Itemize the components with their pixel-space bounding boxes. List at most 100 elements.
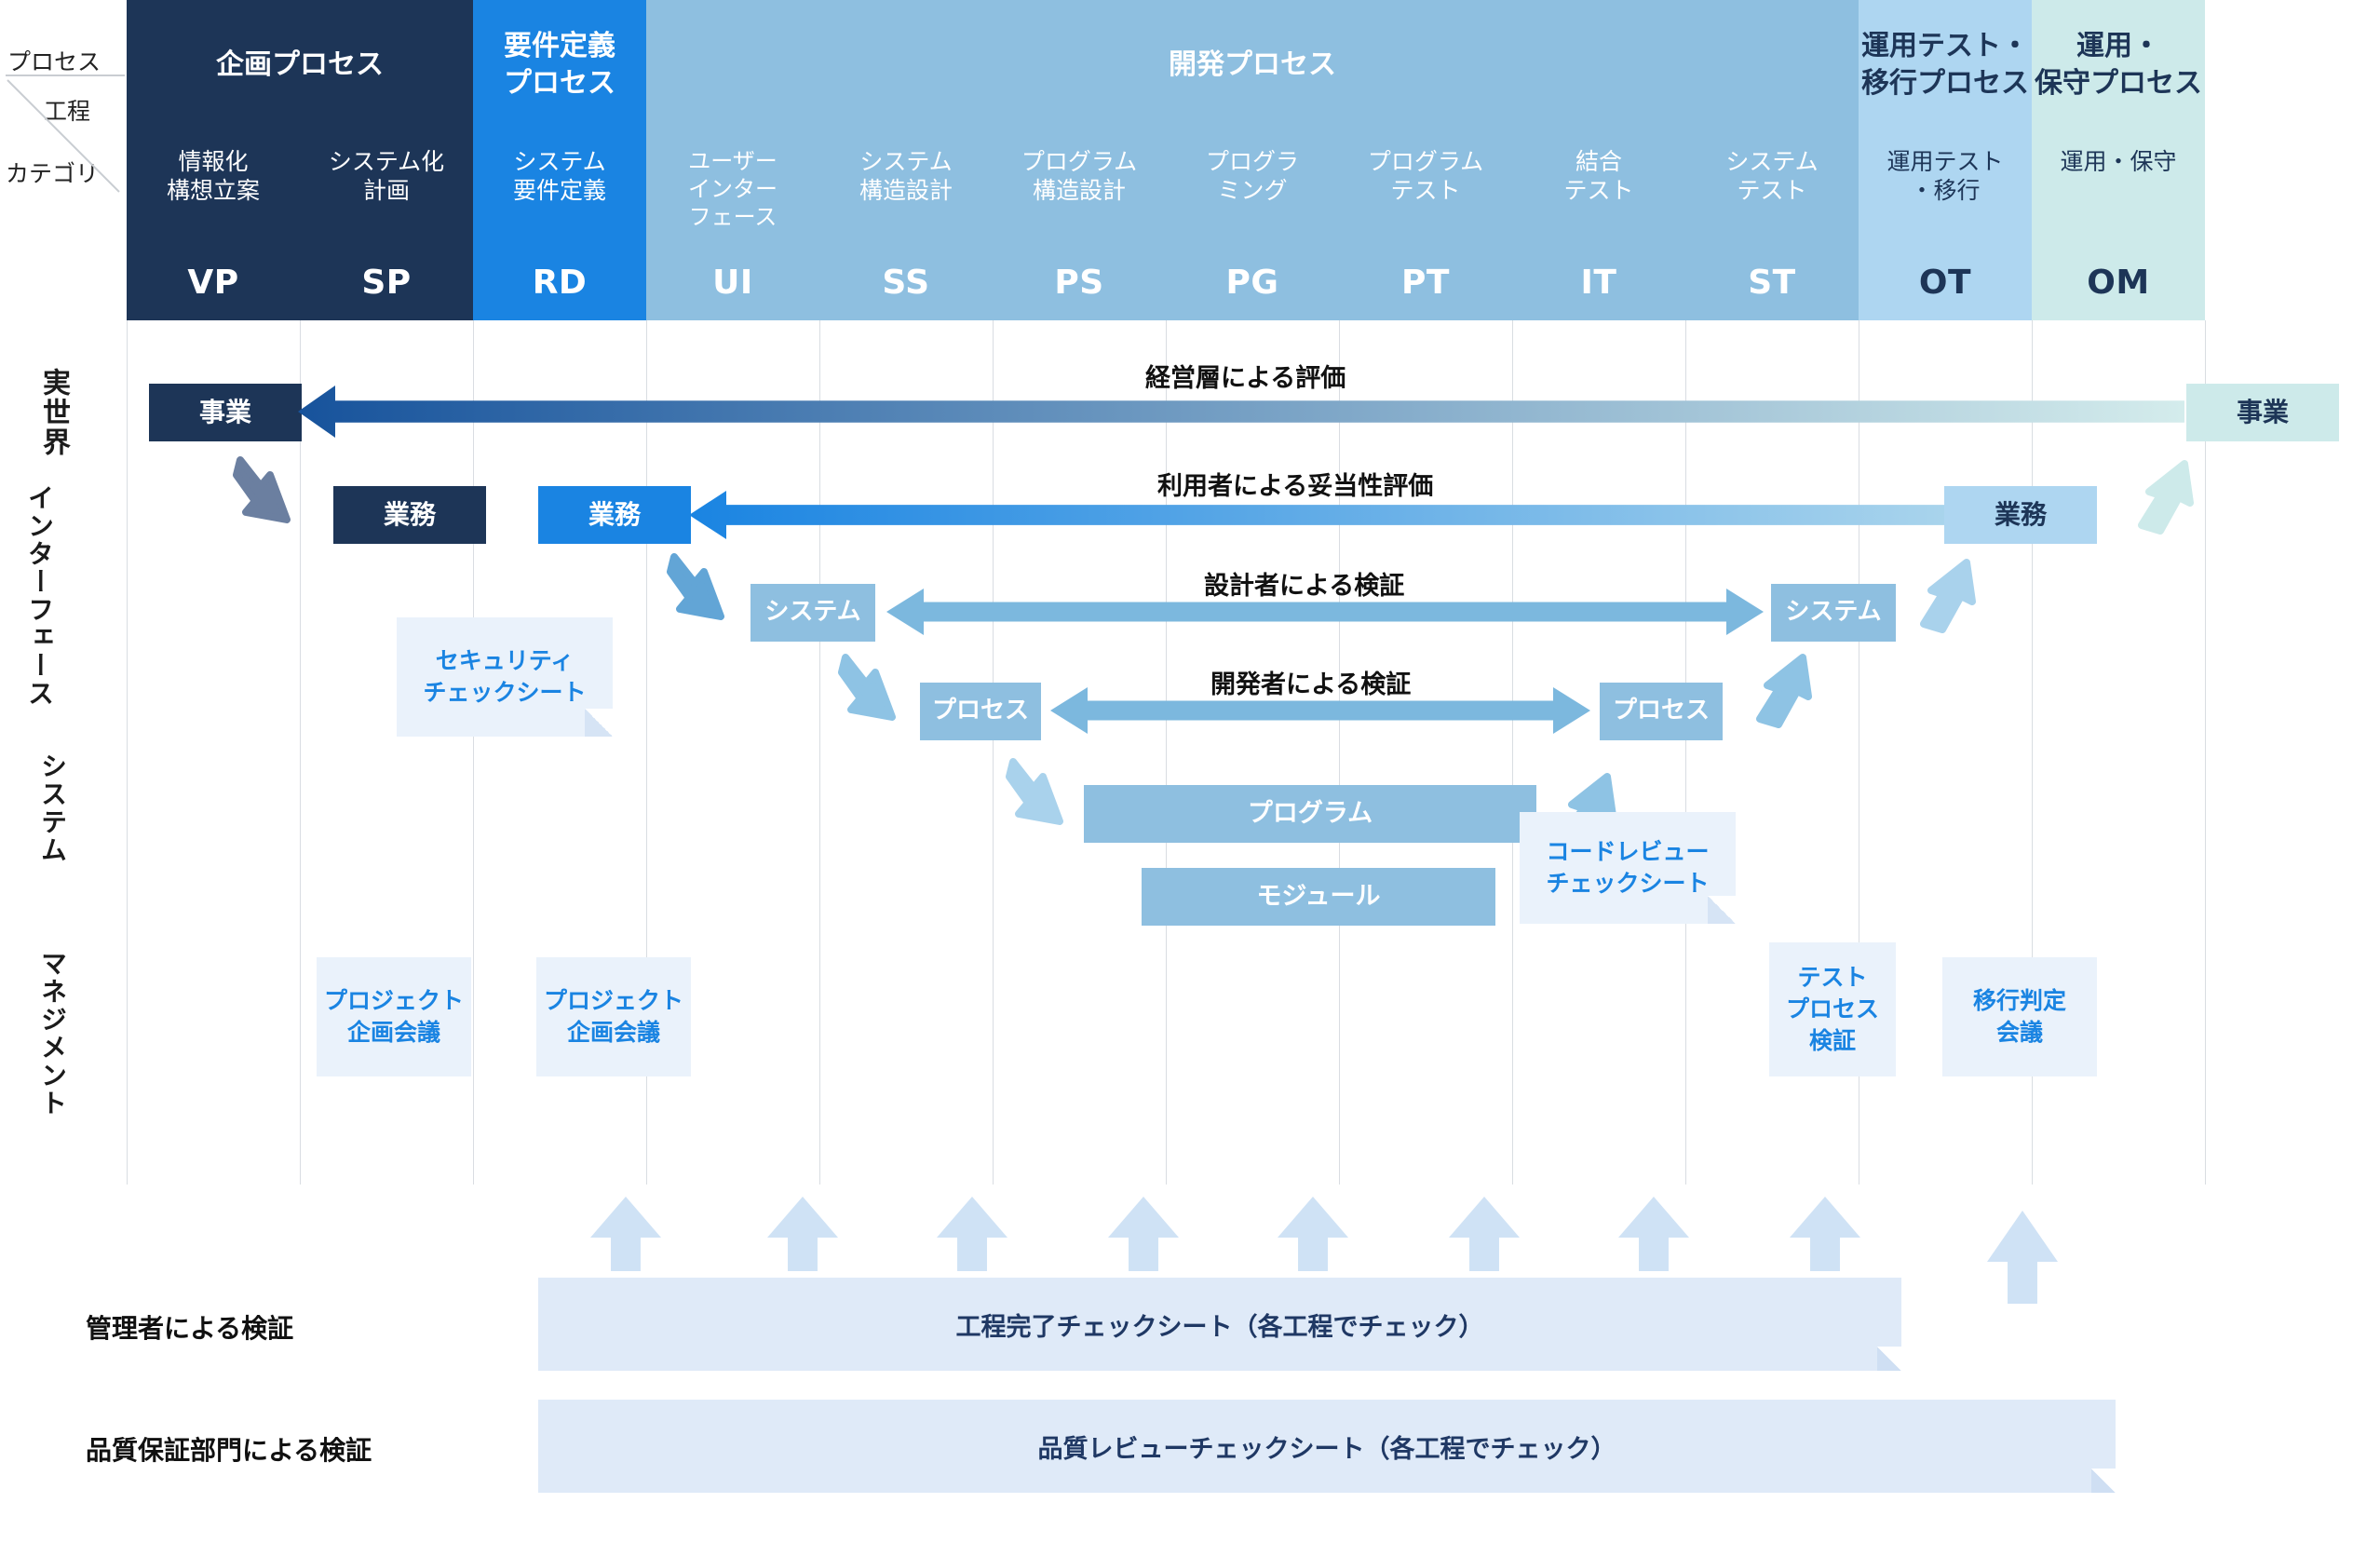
gridline-1 [300, 320, 301, 1185]
stage-column-st: システムテスト ST [1685, 130, 1859, 320]
stage-column-vp: 情報化構想立案 VP [127, 130, 300, 320]
up-arrow-5 [1449, 1197, 1520, 1271]
note-label: コードレビューチェックシート [1546, 838, 1710, 897]
right-box-process: プロセス [1600, 683, 1723, 740]
box-label: 業務 [588, 498, 641, 530]
gridline-4 [819, 320, 820, 1185]
left-box-module: モジュール [1142, 868, 1495, 926]
box-label: 事業 [2236, 396, 2289, 427]
note-security-checksheet: セキュリティチェックシート [397, 617, 613, 737]
process-header-2: 開発プロセス [646, 0, 1859, 130]
cascade-arrow-up-2 [1914, 557, 1976, 633]
box-label: システム [1785, 598, 1882, 627]
bottom-bar-label: 工程完了チェックシート（各工程でチェック） [955, 1312, 1484, 1342]
gridline-12 [2205, 320, 2206, 1185]
cascade-arrow-up-3 [2132, 458, 2194, 535]
legend-divider [6, 74, 125, 76]
process-header-4: 運用・保守プロセス [2032, 0, 2205, 130]
process-header-label: 要件定義プロセス [504, 30, 615, 100]
stage-column-it: 結合テスト IT [1512, 130, 1685, 320]
process-header-label: 開発プロセス [1169, 48, 1336, 82]
folded-corner-icon [1877, 1347, 1901, 1371]
stage-column-ui: ユーザーインターフェース UI [646, 130, 819, 320]
row-label-3: マネジメント [37, 950, 68, 1117]
up-arrow-7 [1790, 1197, 1860, 1271]
process-header-label: 企画プロセス [216, 48, 384, 82]
stage-name: 結合テスト [1563, 148, 1634, 205]
folded-corner-icon [2091, 1469, 2116, 1493]
process-header-1: 要件定義プロセス [473, 0, 646, 130]
stage-name: 情報化構想立案 [166, 148, 260, 205]
stage-name: ユーザーインターフェース [688, 148, 778, 230]
bottom-bar-label: 品質レビューチェックシート（各工程でチェック） [1037, 1434, 1616, 1464]
legend-process-label: プロセス [7, 48, 101, 75]
stage-name: プログラムテスト [1367, 148, 1484, 205]
management-box-2: テストプロセス検証 [1769, 942, 1896, 1076]
cascade-arrow-up-1 [1751, 652, 1812, 728]
up-arrow-3 [1108, 1197, 1179, 1271]
up-arrow-4 [1278, 1197, 1348, 1271]
gridline-6 [1166, 320, 1167, 1185]
stage-column-pg: プログラミング PG [1166, 130, 1339, 320]
gridline-3 [646, 320, 647, 1185]
bottom-bar-0: 工程完了チェックシート（各工程でチェック） [538, 1278, 1901, 1371]
stage-column-sp: システム化計画 SP [300, 130, 473, 320]
verification-arrow-3 [1050, 687, 1590, 734]
verification-arrow-1 [689, 491, 1948, 539]
right-box-business: 事業 [2186, 384, 2339, 441]
cascade-arrow-down-1 [667, 551, 728, 628]
stage-column-ps: プログラム構造設計 PS [993, 130, 1166, 320]
stage-name: 運用・保守 [2060, 148, 2177, 175]
folded-corner-icon [585, 709, 613, 737]
stage-code: PG [1225, 264, 1279, 302]
box-label: システム [764, 598, 861, 627]
stage-column-ss: システム構造設計 SS [819, 130, 993, 320]
left-box-operation-navy: 業務 [333, 486, 486, 544]
gridline-7 [1339, 320, 1340, 1185]
bottom-side-label-0: 管理者による検証 [86, 1313, 294, 1344]
verification-label-2: 設計者による検証 [1204, 572, 1405, 601]
legend-stage-label: 工程 [44, 98, 91, 125]
up-arrow-2 [937, 1197, 1007, 1271]
bottom-side-label-1: 品質保証部門による検証 [86, 1435, 372, 1466]
stage-code: RD [532, 264, 588, 302]
box-label: プロセス [1612, 697, 1710, 725]
up-arrow-1 [767, 1197, 838, 1271]
management-box-label: 移行判定会議 [1972, 987, 2066, 1046]
gridline-9 [1685, 320, 1686, 1185]
management-box-0: プロジェクト企画会議 [317, 957, 471, 1076]
stage-code: UI [712, 264, 753, 302]
legend-category-label: カテゴリ [6, 160, 100, 187]
cascade-arrow-down-0 [233, 454, 294, 531]
up-arrow-0 [590, 1197, 661, 1271]
box-label: 事業 [198, 396, 251, 427]
note-label: セキュリティチェックシート [423, 647, 587, 706]
stage-name: システム構造設計 [859, 148, 953, 205]
cascade-arrow-down-2 [838, 652, 899, 728]
left-box-program: プログラム [1084, 785, 1536, 843]
stage-code: VP [187, 264, 239, 302]
up-arrow-8 [1987, 1211, 2058, 1304]
row-label-2: システム [37, 752, 68, 864]
up-arrow-6 [1618, 1197, 1689, 1271]
gridline-0 [127, 320, 128, 1185]
stage-code: ST [1748, 264, 1796, 302]
gridline-5 [993, 320, 994, 1185]
left-box-operation-blue: 業務 [538, 486, 691, 544]
gridline-8 [1512, 320, 1513, 1185]
management-box-label: プロジェクト企画会議 [323, 987, 464, 1046]
note-code-review-checksheet: コードレビューチェックシート [1520, 812, 1736, 924]
management-box-label: プロジェクト企画会議 [543, 987, 683, 1046]
box-label: モジュール [1256, 882, 1381, 912]
verification-arrow-2 [886, 589, 1764, 635]
stage-code: IT [1580, 264, 1617, 302]
box-label: 業務 [383, 498, 436, 530]
management-box-label: テストプロセス検証 [1785, 964, 1879, 1054]
left-box-business: 事業 [149, 384, 302, 441]
legend-diagonal-line [7, 79, 120, 193]
stage-name: プログラミング [1205, 148, 1299, 205]
process-header-3: 運用テスト・移行プロセス [1859, 0, 2032, 130]
stage-name: 運用テスト・移行 [1886, 148, 2004, 205]
box-label: プログラム [1247, 799, 1373, 829]
